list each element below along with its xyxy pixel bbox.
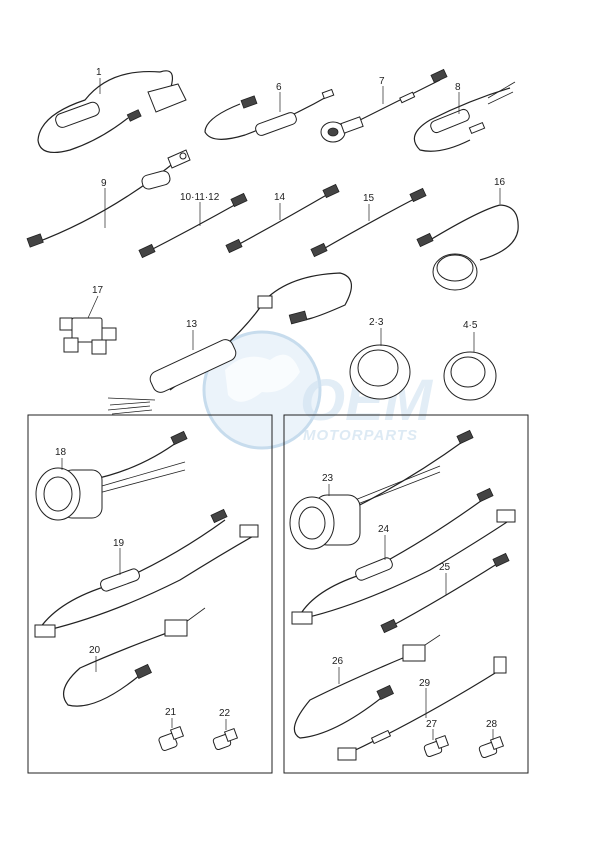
part-13-harness — [107, 272, 352, 415]
callout-18: 18 — [55, 447, 67, 458]
callout-25: 25 — [439, 562, 451, 573]
part-22-plug — [212, 727, 239, 751]
part-16-cable — [416, 204, 519, 291]
part-9-cable — [26, 149, 191, 248]
part-4-5-ring — [443, 351, 497, 401]
group-frame-right — [283, 414, 529, 774]
part-29-cable — [337, 656, 507, 761]
part-24-harness — [291, 487, 516, 625]
part-2-3-ring — [349, 344, 411, 400]
callout-27: 27 — [426, 719, 438, 730]
callout-16: 16 — [494, 177, 506, 188]
part-25-cable — [380, 552, 510, 634]
callout-10-12: 10·11·12 — [180, 192, 220, 203]
part-8-cable — [413, 81, 516, 152]
part-17-tee-connector — [59, 317, 117, 355]
callout-15: 15 — [363, 193, 375, 204]
part-20-cable — [62, 607, 206, 707]
callout-2-3: 2·3 — [369, 317, 384, 328]
watermark-subtitle: MOTORPARTS — [303, 427, 418, 444]
callout-7: 7 — [379, 76, 385, 87]
group-frame-left — [27, 414, 273, 774]
callout-28: 28 — [486, 719, 498, 730]
callout-24: 24 — [378, 524, 390, 535]
part-26-cable — [293, 634, 441, 739]
callout-14: 14 — [274, 192, 286, 203]
callout-26: 26 — [332, 656, 344, 667]
part-7-cable — [320, 68, 448, 143]
part-10-12-cable — [138, 192, 248, 259]
part-6-cable — [204, 88, 335, 140]
part-15-cable — [310, 187, 427, 258]
callout-29: 29 — [419, 678, 431, 689]
part-23-sensor — [289, 429, 474, 550]
part-27-plug — [423, 734, 450, 758]
callout-6: 6 — [276, 82, 282, 93]
part-21-plug — [158, 725, 185, 751]
callout-23: 23 — [322, 473, 334, 484]
callout-17: 17 — [92, 285, 104, 296]
part-1-cable — [37, 70, 187, 153]
callout-8: 8 — [455, 82, 461, 93]
part-19-harness — [34, 508, 259, 638]
callout-4-5: 4·5 — [463, 320, 478, 331]
callout-19: 19 — [113, 538, 125, 549]
callout-21: 21 — [165, 707, 177, 718]
callout-1: 1 — [96, 67, 102, 78]
callout-20: 20 — [89, 645, 101, 656]
callout-13: 13 — [186, 319, 198, 330]
part-14-cable — [225, 183, 340, 254]
part-28-plug — [478, 735, 505, 759]
callout-9: 9 — [101, 178, 107, 189]
part-18-gauge — [35, 430, 188, 521]
callout-22: 22 — [219, 708, 231, 719]
